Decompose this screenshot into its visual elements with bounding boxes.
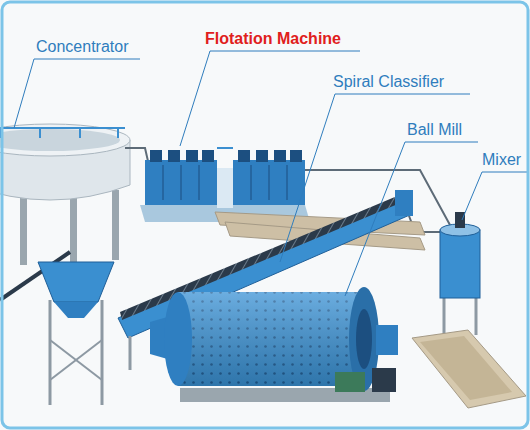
part-label: Mixer — [482, 150, 521, 170]
part-label: Concentrator — [36, 37, 129, 57]
mixer-tank — [412, 212, 526, 408]
ball-mill — [150, 287, 398, 402]
part-label: Ball Mill — [407, 120, 462, 140]
part-label: Spiral Classifier — [333, 72, 444, 92]
feed-hopper — [0, 252, 114, 405]
leader-line — [14, 51, 528, 296]
concentrator-tank — [0, 124, 130, 270]
flotation-machine — [140, 148, 425, 250]
part-label: Flotation Machine — [205, 29, 341, 49]
